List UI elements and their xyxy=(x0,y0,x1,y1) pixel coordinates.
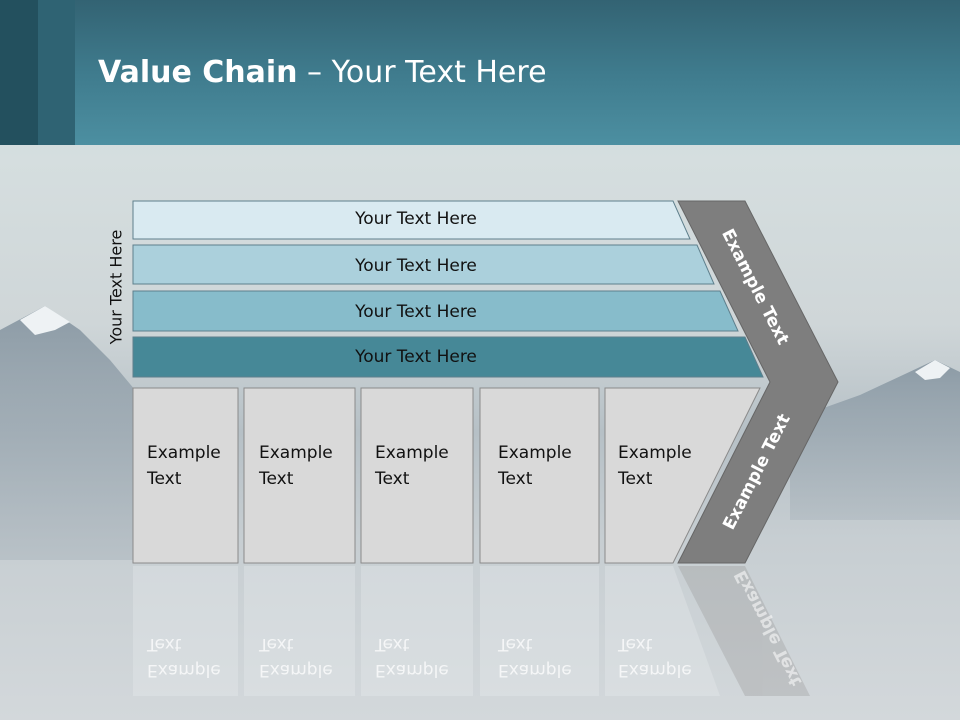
header-accent-mid xyxy=(38,0,75,145)
mountain-right xyxy=(790,360,960,520)
support-activities-label: Your Text Here xyxy=(106,229,126,345)
reflection-line1: Example xyxy=(618,660,692,680)
activity-box-5-line1: Example xyxy=(618,443,692,463)
snow-cap-right xyxy=(915,360,950,380)
activity-box-2[interactable] xyxy=(243,387,356,564)
reflection-box xyxy=(244,566,355,696)
header-banner: Value Chain – Your Text Here xyxy=(0,0,960,145)
support-bar-4[interactable] xyxy=(132,336,764,378)
reflection-line2: Text xyxy=(618,634,653,654)
support-bar-4-label: Your Text Here xyxy=(355,347,477,367)
title-rest: – Your Text Here xyxy=(297,55,547,90)
activity-box-1-line2: Text xyxy=(147,469,182,489)
activity-box-4[interactable] xyxy=(479,387,600,564)
reflection-text: Example Text xyxy=(147,631,221,683)
reflection-box xyxy=(605,566,720,696)
support-bar-2-label: Your Text Here xyxy=(355,256,477,276)
header-accent-dark xyxy=(0,0,38,145)
reflection-line2: Text xyxy=(375,634,410,654)
support-bar-3[interactable] xyxy=(132,290,739,332)
reflection-line2: Text xyxy=(147,634,182,654)
reflection-text: Example Text xyxy=(618,631,692,683)
reflection-area: Example Text Example Text Example Text Exam… xyxy=(0,565,960,720)
reflection-line2: Text xyxy=(259,634,294,654)
reflection-line2: Text xyxy=(498,634,533,654)
support-bar-1[interactable] xyxy=(132,200,691,240)
activity-box-4-line1: Example xyxy=(498,443,572,463)
reflection-line1: Example xyxy=(147,660,221,680)
reflection-box xyxy=(133,566,238,696)
reflection-line1: Example xyxy=(498,660,572,680)
snow-cap-left xyxy=(20,306,70,335)
activity-box-3-line1: Example xyxy=(375,443,449,463)
activity-box-3[interactable] xyxy=(360,387,474,564)
support-bar-1-label: Your Text Here xyxy=(355,209,477,229)
reflection-chevron xyxy=(678,566,810,696)
activity-box-1-line1: Example xyxy=(147,443,221,463)
title-bold: Value Chain xyxy=(98,55,298,90)
margin-chevron[interactable] xyxy=(677,200,839,564)
reflection-line1: Example xyxy=(375,660,449,680)
activity-box-3-line2: Text xyxy=(375,469,410,489)
reflection-text: Example Text xyxy=(259,631,333,683)
reflection-box xyxy=(361,566,473,696)
reflection-box xyxy=(480,566,599,696)
reflection-text: Example Text xyxy=(375,631,449,683)
activity-box-1[interactable] xyxy=(132,387,239,564)
activity-box-2-line1: Example xyxy=(259,443,333,463)
activity-box-5-line2: Text xyxy=(618,469,653,489)
reflection-text: Example Text xyxy=(498,631,572,683)
reflection-chevron-text: Example Text xyxy=(730,566,807,690)
activity-box-5[interactable] xyxy=(604,387,761,564)
support-bar-3-label: Your Text Here xyxy=(355,302,477,322)
slide-title: Value Chain – Your Text Here xyxy=(98,55,547,90)
support-bar-2[interactable] xyxy=(132,244,715,285)
mountain-left xyxy=(0,306,140,560)
activity-box-2-line2: Text xyxy=(259,469,294,489)
activity-box-4-line2: Text xyxy=(498,469,533,489)
reflection-line1: Example xyxy=(259,660,333,680)
reflection-shapes xyxy=(133,566,810,696)
